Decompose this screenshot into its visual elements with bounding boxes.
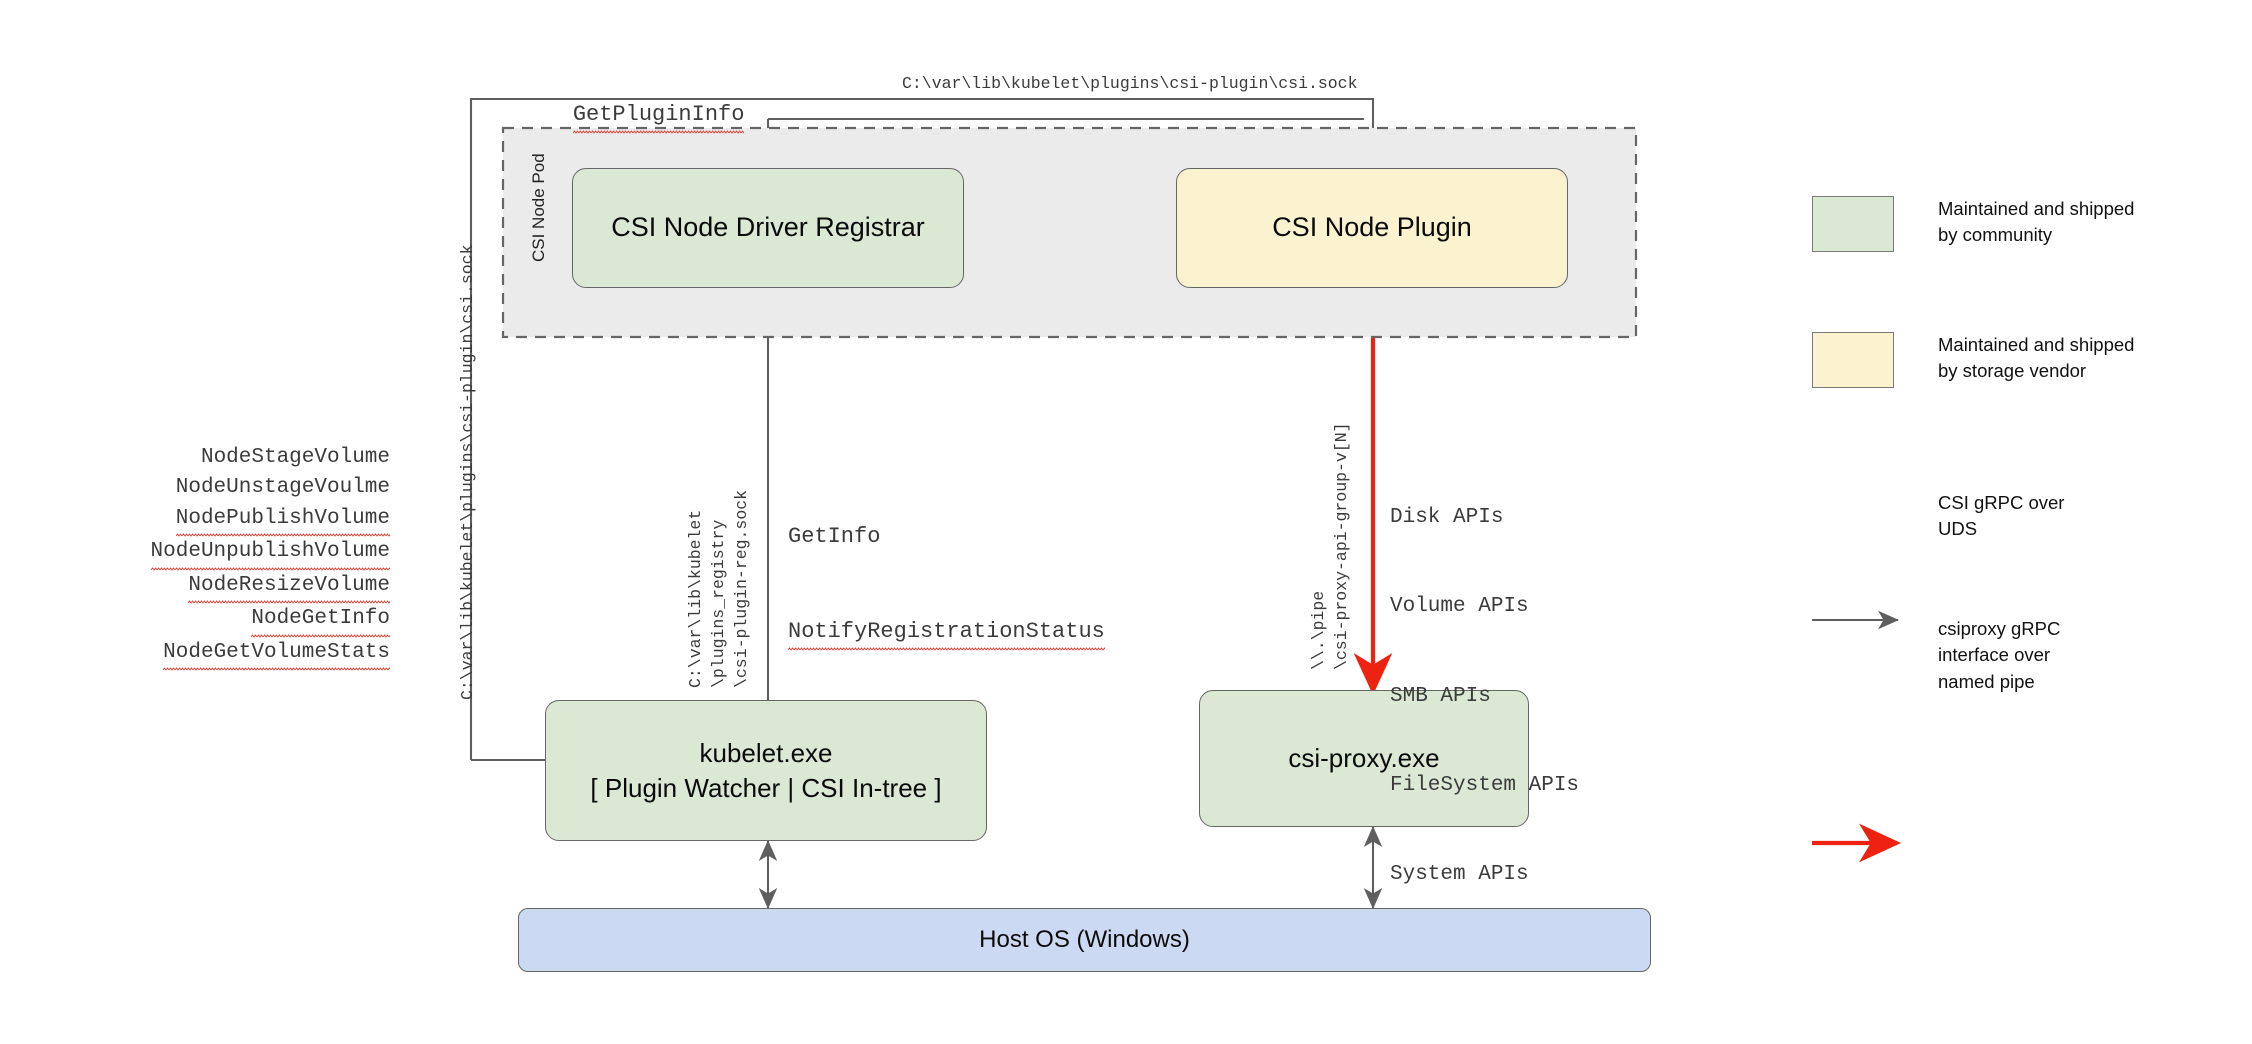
edge-getplugininfo bbox=[469, 97, 1383, 762]
legend-label-vendor: Maintained and shipped by storage vendor bbox=[1938, 334, 2135, 382]
node-csi-node-driver-registrar[interactable]: CSI Node Driver Registrar bbox=[572, 168, 964, 288]
node-csi-node-driver-registrar-label: CSI Node Driver Registrar bbox=[611, 212, 925, 243]
annotation-named-pipe-line2: \csi-proxy-api-group-v[N] bbox=[1332, 422, 1351, 670]
node-csi-node-plugin-label: CSI Node Plugin bbox=[1272, 212, 1472, 243]
annotation-csi-sock-path-vertical: C:\var\lib\kubelet\plugins\csi-plugin\cs… bbox=[458, 244, 477, 700]
legend-label-community: Maintained and shipped by community bbox=[1938, 198, 2135, 246]
list-item: NodeStageVolume bbox=[60, 443, 390, 473]
annotation-named-pipe-line1: \\.\pipe bbox=[1309, 590, 1328, 670]
annotation-registration-calls: GetInfo NotifyRegistrationStatus bbox=[788, 457, 1105, 715]
csi-node-pod-label: CSI Node Pod bbox=[529, 153, 548, 262]
list-item-label: NodeGetVolumeStats bbox=[163, 637, 390, 672]
list-item-label: NodeUnstageVoulme bbox=[175, 476, 390, 500]
node-host-os[interactable]: Host OS (Windows) bbox=[518, 908, 1651, 972]
legend-swatch-vendor bbox=[1812, 332, 1894, 388]
node-kubelet-exe-line1: kubelet.exe bbox=[699, 738, 833, 769]
annotation-notifyregistrationstatus: NotifyRegistrationStatus bbox=[788, 616, 1105, 652]
annotation-notifyregistrationstatus-text: NotifyRegistrationStatus bbox=[788, 616, 1105, 652]
list-item: NodeUnstageVoulme bbox=[60, 473, 390, 503]
legend-label-csi-grpc-uds: CSI gRPC over UDS bbox=[1938, 492, 2065, 540]
list-item: FileSystem APIs bbox=[1390, 773, 1580, 797]
annotation-getplugininfo: GetPluginInfo bbox=[520, 67, 745, 166]
annotation-getinfo: GetInfo bbox=[788, 523, 881, 549]
node-service-call-list: NodeStageVolume NodeUnstageVoulme NodePu… bbox=[60, 443, 390, 672]
list-item: SMB APIs bbox=[1390, 684, 1491, 708]
list-item-label: NodePublishVolume bbox=[175, 503, 390, 538]
node-host-os-label: Host OS (Windows) bbox=[979, 926, 1190, 954]
list-item: NodeGetVolumeStats bbox=[60, 637, 390, 672]
annotation-csi-sock-path-top: C:\var\lib\kubelet\plugins\csi-plugin\cs… bbox=[902, 74, 1358, 93]
node-csi-node-plugin[interactable]: CSI Node Plugin bbox=[1176, 168, 1568, 288]
annotation-getplugininfo-text: GetPluginInfo bbox=[572, 98, 745, 134]
list-item: System APIs bbox=[1390, 863, 1529, 887]
node-csi-proxy-exe-label: csi-proxy.exe bbox=[1288, 743, 1440, 774]
list-item-label: NodeResizeVolume bbox=[188, 570, 390, 605]
list-item: Volume APIs bbox=[1390, 595, 1529, 619]
node-csi-proxy-exe[interactable]: csi-proxy.exe bbox=[1199, 690, 1529, 827]
node-kubelet-exe[interactable]: kubelet.exe [ Plugin Watcher | CSI In-tr… bbox=[545, 700, 987, 841]
list-item-label: NodeUnpublishVolume bbox=[150, 537, 390, 571]
list-item-label: NodeGetInfo bbox=[251, 604, 390, 638]
list-item: NodeResizeVolume bbox=[60, 570, 390, 605]
annotation-registry-path-line2: \plugins_registry bbox=[709, 519, 728, 688]
legend-label-csiproxy-named-pipe: csiproxy gRPC interface over named pipe bbox=[1938, 618, 2061, 692]
list-item: NodePublishVolume bbox=[60, 503, 390, 538]
legend-swatch-community bbox=[1812, 196, 1894, 252]
node-kubelet-exe-labels: kubelet.exe [ Plugin Watcher | CSI In-tr… bbox=[590, 736, 941, 805]
list-item: Disk APIs bbox=[1390, 505, 1504, 529]
annotation-registry-path-line1: C:\var\lib\kubelet bbox=[686, 509, 705, 688]
node-kubelet-exe-line2: [ Plugin Watcher | CSI In-tree ] bbox=[590, 772, 942, 803]
list-item: NodeGetInfo bbox=[60, 604, 390, 638]
list-item: NodeUnpublishVolume bbox=[60, 537, 390, 571]
list-item-label: NodeStageVolume bbox=[200, 446, 390, 469]
annotation-registry-path-line3: \csi-plugin-reg.sock bbox=[732, 489, 751, 688]
proxy-api-list: Disk APIs Volume APIs SMB APIs FileSyste… bbox=[1390, 443, 1579, 950]
